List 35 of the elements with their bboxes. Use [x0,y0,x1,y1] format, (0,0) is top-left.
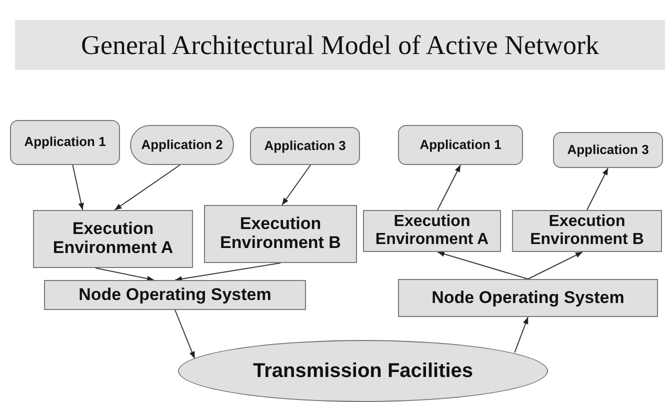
application-pill [130,125,234,165]
arrow [174,310,196,360]
node-label: Execution Environment B [219,215,342,253]
node-label: Application 3 [567,142,649,158]
arrow [114,164,180,210]
arrow [528,252,583,280]
arrow [586,168,608,210]
node-label: Application 3 [264,138,346,154]
process-box [363,210,501,252]
process-box [512,210,662,252]
node-label: Node Operating System [432,288,624,308]
arrow [282,164,311,206]
node-label: Execution Environment A [52,220,174,258]
arrow [514,316,528,353]
node-label: Node Operating System [78,286,272,304]
title-banner: General Architectural Model of Active Network [15,20,665,70]
arrow [94,268,155,282]
application-box [398,125,523,165]
application-box [553,132,663,168]
process-box [398,279,658,317]
node-label: Application 2 [141,138,223,152]
node-label: Application 1 [420,138,502,152]
arrow [72,164,84,210]
application-box [10,120,120,165]
process-box [44,280,306,310]
node-label: Transmission Facilities [252,360,474,382]
arrow [437,251,528,280]
process-box [33,210,193,268]
node-label: Execution Environment A [374,213,490,249]
arrow [174,262,281,282]
arrow [437,164,461,210]
node-label: Application 1 [24,135,106,150]
process-box [204,205,357,263]
node-label: Execution Environment B [529,213,645,249]
application-box [250,127,360,165]
